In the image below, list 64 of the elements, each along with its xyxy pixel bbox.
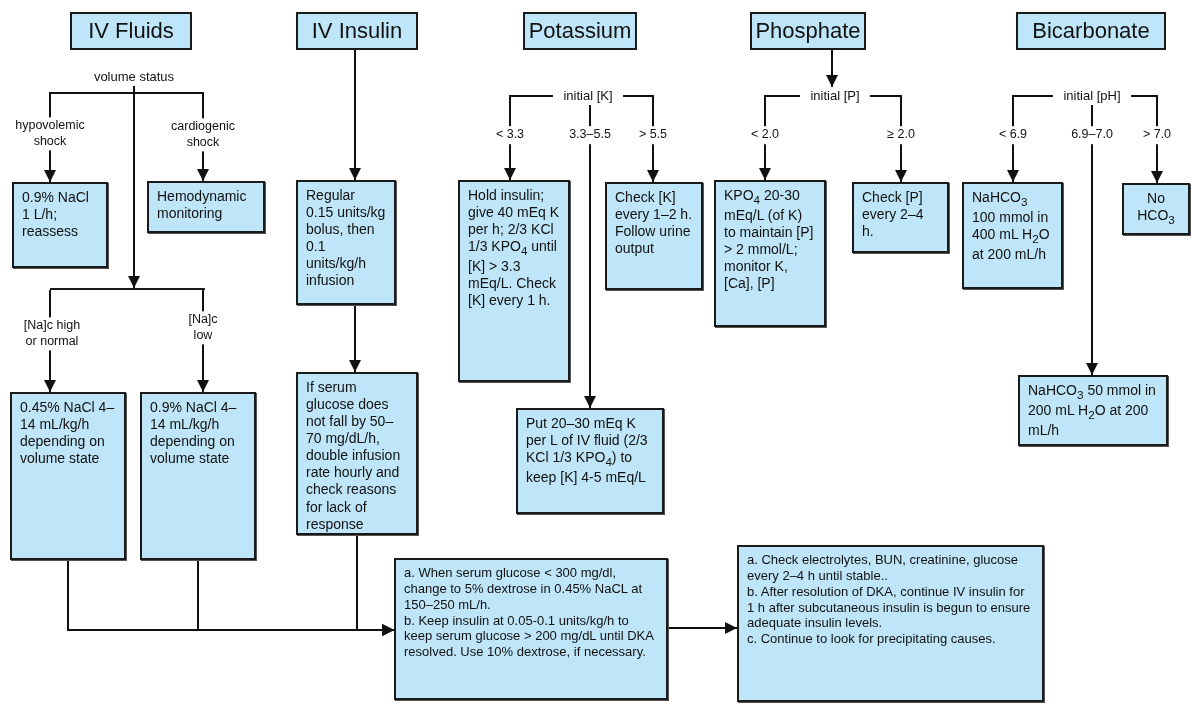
arrow [356,534,395,636]
arrow [1007,95,1054,183]
edge-label: < 2.0 [748,126,782,144]
process-box [12,182,108,268]
heading-box [1016,12,1166,50]
process-box [852,182,949,253]
heading-box [523,12,637,50]
process-box [10,392,126,560]
arrow [622,95,659,183]
process-box [296,372,418,535]
process-box [962,182,1063,289]
box-text: 0.9% NaCl 1 L/h; reassess [22,189,90,241]
edge-label: > 5.5 [636,126,670,144]
box-text: KPO$_{4}$ 20-30 mEq/L (of K) to maintain [P] > 2 mmol/L; monitor K, [Ca], [P] [724,187,815,293]
heading-box [296,12,418,50]
box-text: b. Keep insulin at 0.05-0.1 units/kg/h to keep serum glucose > 200 mg/dL until DKA resolved. Use 10% dextrose, if necessary. [404,612,655,661]
process-box [140,392,256,560]
edge-label: > 7.0 [1140,126,1174,144]
box-text: Hemodynamic monitoring [157,188,248,223]
box-text: Hold insulin; give 40 mEq K per h; 2/3 KCl 1/3 KPO$_{4}$ until [K] > 3.3 mEq/L. Check [K] every 1 h. [468,187,560,310]
process-box [394,558,668,700]
arrow [869,95,907,183]
box-text: No HCO$_{3}$ [1136,190,1176,228]
heading-text: Bicarbonate [1032,18,1150,44]
heading-text: IV Insulin [311,18,403,44]
arrow [584,104,596,409]
box-text: NaHCO$_{3}$ 100 mmol in 400 mL H$_{2}$O at 200 mL/h [972,189,1051,264]
process-box [737,545,1044,702]
box-text: c. Continue to look for precipitating causes. [747,631,997,648]
heading-box [750,12,866,50]
process-box [1018,375,1168,446]
edge-label: < 3.3 [493,126,527,144]
arrow [128,85,140,289]
edge-label: 6.9–7.0 [1069,126,1115,144]
process-box [1122,183,1190,235]
arrow [1086,104,1098,376]
process-box [296,180,396,305]
heading-box [70,12,192,50]
box-text: Put 20–30 mEq K per L of IV fluid (2/3 KCl 1/3 KPO$_{4}$) to keep [K] 4-5 mEq/L [526,415,649,487]
process-box [714,180,826,327]
box-text: NaHCO$_{3}$ 50 mmol in 200 mL H$_{2}$O at 200 mL/h [1028,382,1157,440]
box-text: Check [P] every 2–4 h. [862,189,925,241]
edge-label: < 6.9 [996,126,1030,144]
arrow [826,49,838,88]
process-box [516,408,664,514]
heading-text: Potassium [528,18,632,44]
arrow [349,304,361,373]
box-text: b. After resolution of DKA, continue IV insulin for 1 h after subcutaneous insulin is begun to ensure adequate insulin levels. [747,583,1032,632]
heading-text: IV Fluids [88,18,174,44]
box-text: 0.45% NaCl 4–14 mL/kg/h depending on volume state [20,399,116,468]
process-box [458,180,570,382]
arrow [349,49,361,181]
process-box [605,182,703,290]
box-text: a. Check electrolytes, BUN, creatinine, glucose every 2–4 h until stable.. [747,552,1019,584]
process-box [147,181,265,233]
box-text: Regular 0.15 units/kg bolus, then 0.1 units/kg/h infusion [306,187,386,290]
box-text: 0.9% NaCl 4–14 mL/kg/h depending on volume state [150,399,238,468]
heading-text: Phosphate [755,18,861,44]
box-text: Check [K] every 1–2 h. Follow urine output [615,189,693,258]
edge-label: 3.3–5.5 [567,126,613,144]
box-text: If serum glucose does not fall by 50–70 mg/dL/h, double infusion rate hourly and check reasons for lack of response [306,379,402,533]
arrow [667,622,738,634]
box-text: a. When serum glucose < 300 mg/dl, change to 5% dextrose in 0.45% NaCL at 150–250 mL/h. [404,565,643,613]
edge-label: ≥ 2.0 [885,126,917,144]
